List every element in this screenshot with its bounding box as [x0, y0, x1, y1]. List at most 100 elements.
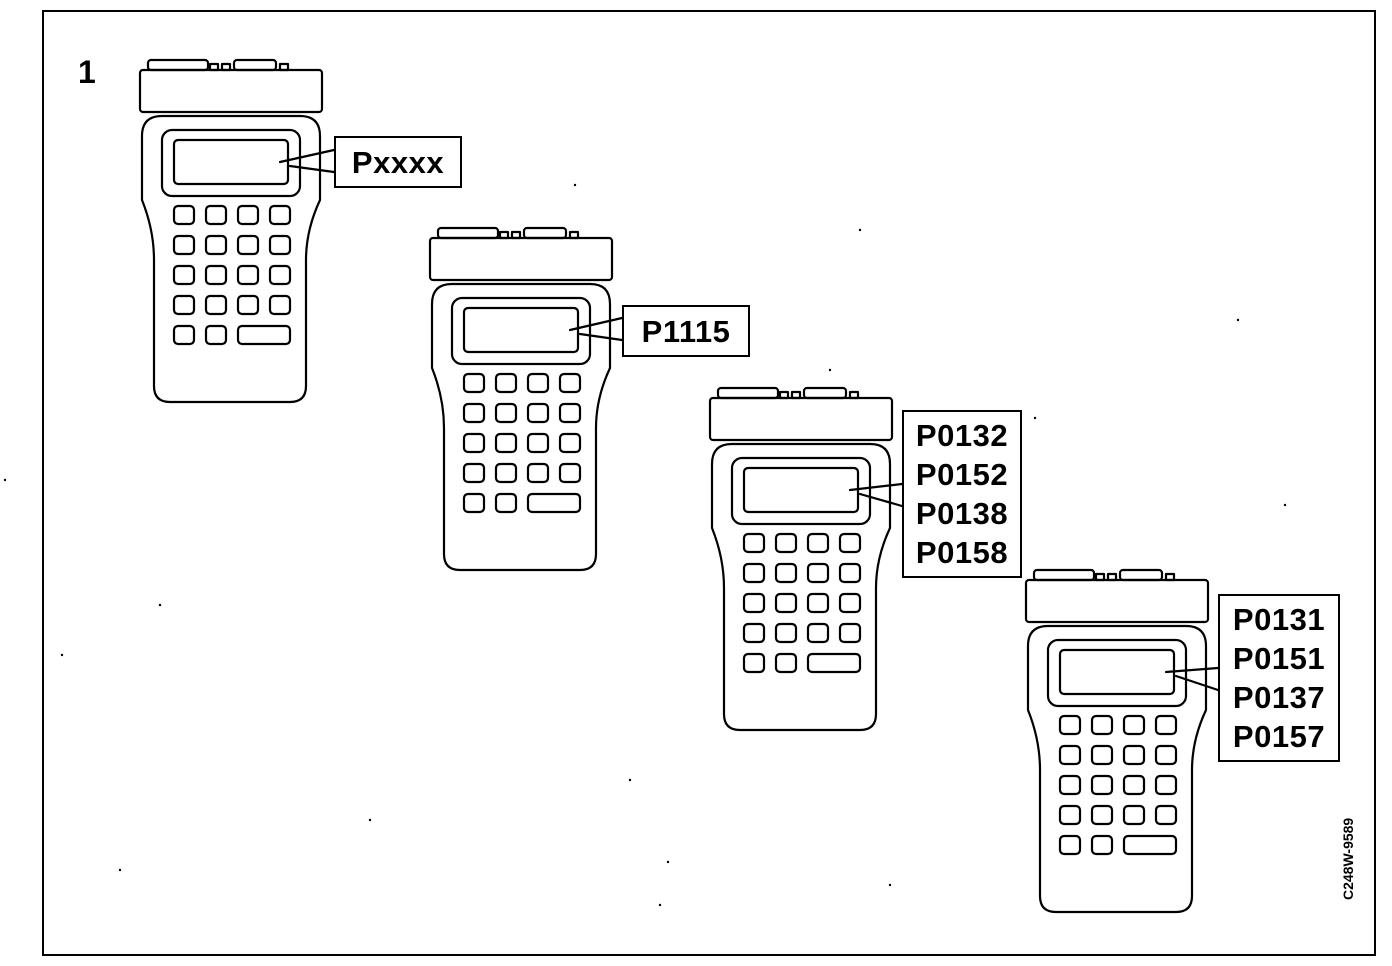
screen-bezel: [1046, 638, 1188, 708]
keypad-key: [1090, 714, 1114, 736]
leader-line: [288, 164, 336, 174]
code-callout-4: P0131 P0151 P0137 P0157: [1218, 594, 1340, 762]
keypad-key: [204, 204, 228, 226]
scan-speck: [628, 778, 632, 782]
code-label: Pxxxx: [351, 144, 445, 180]
connector-port: [232, 58, 278, 72]
keypad-key: [558, 402, 582, 424]
screen-bezel: [450, 296, 592, 366]
keypad-key: [462, 372, 486, 394]
keypad-enter-key: [806, 652, 862, 674]
keypad-key: [204, 234, 228, 256]
display-screen: [742, 466, 860, 514]
leader-line: [578, 332, 624, 342]
keypad-key: [268, 204, 292, 226]
cartridge-head: [428, 236, 614, 282]
display-screen: [462, 306, 580, 354]
code-label: P0137: [1232, 680, 1326, 715]
keypad-key: [774, 652, 798, 674]
connector-port: [1118, 568, 1164, 582]
keypad-key: [236, 234, 260, 256]
reference-code: C248W-9589: [1340, 817, 1356, 901]
leader-line: [568, 316, 624, 332]
keypad-key: [558, 462, 582, 484]
keypad-key: [172, 204, 196, 226]
scanner-body: [710, 442, 892, 732]
scan-speck: [573, 183, 577, 187]
leader-line: [1174, 674, 1220, 692]
keypad-key: [1090, 804, 1114, 826]
code-label: P0151: [1232, 641, 1326, 676]
keypad-key: [494, 402, 518, 424]
keypad-key: [172, 264, 196, 286]
keypad-key: [1154, 714, 1178, 736]
keypad-key: [742, 562, 766, 584]
scan-speck: [858, 228, 862, 232]
figure-frame: [42, 10, 1376, 956]
keypad-key: [204, 264, 228, 286]
keypad-key: [774, 562, 798, 584]
code-label: P0158: [915, 535, 1009, 570]
screen-bezel: [160, 128, 302, 198]
keypad-key: [526, 402, 550, 424]
scan-speck: [60, 653, 64, 657]
keypad-key: [742, 532, 766, 554]
keypad-key: [236, 264, 260, 286]
scanner-unit-4: [1024, 568, 1210, 914]
keypad-key: [494, 462, 518, 484]
keypad-key: [558, 372, 582, 394]
keypad-key: [1122, 714, 1146, 736]
leader-line: [278, 148, 336, 164]
keypad-enter-key: [1122, 834, 1178, 856]
keypad-key: [742, 592, 766, 614]
connector-port: [802, 386, 848, 400]
code-label: P0131: [1232, 602, 1326, 637]
keypad-key: [172, 324, 196, 346]
keypad-key: [1090, 834, 1114, 856]
keypad-key: [1058, 744, 1082, 766]
keypad-key: [1122, 804, 1146, 826]
keypad-key: [268, 294, 292, 316]
keypad-key: [742, 622, 766, 644]
keypad-key: [838, 532, 862, 554]
connector-port: [716, 386, 780, 400]
keypad-key: [838, 562, 862, 584]
keypad-key: [172, 294, 196, 316]
keypad-key: [462, 432, 486, 454]
scan-speck: [118, 868, 122, 872]
keypad-key: [1058, 774, 1082, 796]
leader-line: [848, 482, 904, 492]
keypad-key: [204, 294, 228, 316]
scan-speck: [158, 603, 162, 607]
scanner-body: [1026, 624, 1208, 914]
scan-speck: [368, 818, 372, 822]
keypad-key: [236, 294, 260, 316]
keypad-key: [1154, 804, 1178, 826]
code-callout-3: P0132 P0152 P0138 P0158: [902, 410, 1022, 578]
keypad-key: [1090, 744, 1114, 766]
keypad-key: [494, 432, 518, 454]
screen-bezel: [730, 456, 872, 526]
display-screen: [172, 138, 290, 186]
scan-speck: [666, 860, 670, 864]
connector-port: [522, 226, 568, 240]
keypad-key: [838, 592, 862, 614]
code-label: P0138: [915, 496, 1009, 531]
code-label: P0157: [1232, 719, 1326, 754]
scan-speck: [658, 903, 662, 907]
keypad-key: [172, 234, 196, 256]
keypad-key: [1154, 774, 1178, 796]
keypad-key: [806, 622, 830, 644]
code-callout-2: P1115: [622, 305, 750, 357]
keypad-key: [742, 652, 766, 674]
keypad-key: [462, 402, 486, 424]
keypad-key: [806, 532, 830, 554]
keypad-key: [204, 324, 228, 346]
code-label: P1115: [641, 313, 731, 349]
scanner-unit-1: [138, 58, 324, 404]
cartridge-head: [708, 396, 894, 442]
cartridge-head: [1024, 578, 1210, 624]
keypad-key: [268, 234, 292, 256]
leader-line: [1164, 666, 1220, 674]
